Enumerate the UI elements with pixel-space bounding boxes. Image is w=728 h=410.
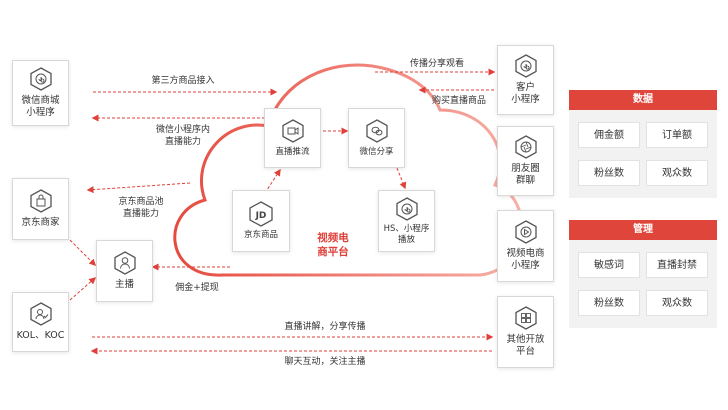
- manage-fans[interactable]: 粉丝数: [578, 290, 640, 316]
- node-jd-merchant-label: 京东商家: [21, 217, 60, 228]
- data-panel: 数据 佣金额 订单额 粉丝数 观众数: [569, 90, 717, 198]
- mini-program-icon: [514, 54, 537, 78]
- label-explain: 直播讲解，分享传播: [284, 322, 366, 332]
- manage-sensitive-words[interactable]: 敏感词: [578, 252, 640, 278]
- mini-program-icon: [29, 67, 52, 91]
- node-moments[interactable]: 朋友圈 群聊: [497, 126, 554, 196]
- node-jd-merchant[interactable]: 京东商家: [12, 178, 69, 240]
- node-wechat-share-label: 微信分享: [359, 146, 394, 157]
- node-live-push[interactable]: 直播推流: [264, 108, 321, 168]
- node-kol-label: KOL、KOC: [16, 330, 65, 341]
- manage-panel: 管理 敏感词 直播封禁 粉丝数 观众数: [569, 220, 717, 328]
- shopping-bag-icon: [29, 189, 52, 213]
- metric-commission[interactable]: 佣金额: [578, 122, 640, 148]
- data-panel-title: 数据: [569, 90, 717, 110]
- node-jd-goods-label: 京东商品: [243, 230, 278, 240]
- node-wechat-share[interactable]: 微信分享: [348, 108, 405, 168]
- jd-logo-icon: JD: [249, 201, 273, 227]
- metric-viewers[interactable]: 观众数: [646, 160, 708, 186]
- svg-text:JD: JD: [255, 211, 267, 221]
- node-other-platforms-label: 其他开放 平台: [506, 334, 545, 357]
- arrow-kol-to-anchor: [69, 277, 97, 301]
- node-wechat-mini[interactable]: 微信商城 小程序: [12, 60, 69, 126]
- node-anchor-label: 主播: [114, 279, 134, 290]
- node-kol[interactable]: KOL、KOC: [12, 292, 69, 352]
- node-customer-mini[interactable]: 客户 小程序: [497, 45, 554, 115]
- video-camera-icon: [281, 118, 304, 143]
- node-live-push-label: 直播推流: [275, 146, 310, 157]
- play-icon: [514, 220, 537, 244]
- node-wechat-mini-label: 微信商城 小程序: [21, 95, 60, 118]
- label-share-watch: 传播分享观看: [409, 59, 464, 69]
- cloud-title: 视频电 商平台: [317, 232, 349, 258]
- grid-apps-icon: [514, 306, 537, 330]
- node-hs-mini-label: HS、小程序 播放: [383, 223, 430, 245]
- manage-live-ban[interactable]: 直播封禁: [646, 252, 708, 278]
- label-buy-live: 购买直播商品: [431, 96, 486, 106]
- arrow-share-to-hs: [396, 167, 407, 190]
- metric-orders[interactable]: 订单额: [646, 122, 708, 148]
- label-chat: 聊天互动，关注主播: [284, 357, 366, 367]
- arrow-jd-to-anchor: [69, 239, 96, 266]
- label-third-party: 第三方商品接入: [151, 76, 215, 86]
- node-hs-mini[interactable]: HS、小程序 播放: [378, 190, 435, 252]
- node-jd-goods[interactable]: JD 京东商品: [232, 190, 290, 252]
- node-video-mini[interactable]: 视频电商 小程序: [497, 210, 554, 282]
- anchor-person-icon: [113, 251, 136, 275]
- metric-fans[interactable]: 粉丝数: [578, 160, 640, 186]
- manage-panel-title: 管理: [569, 220, 717, 240]
- manage-viewers[interactable]: 观众数: [646, 290, 708, 316]
- label-wechat-ability: 微信小程序内 直播能力: [155, 125, 210, 147]
- aperture-icon: [514, 135, 537, 159]
- arrow-jd-to-push: [264, 168, 281, 194]
- node-video-mini-label: 视频电商 小程序: [506, 248, 545, 271]
- user-check-icon: [29, 302, 52, 326]
- mini-program-icon: [395, 196, 418, 221]
- arrow-jd-pool: [86, 182, 191, 194]
- node-other-platforms[interactable]: 其他开放 平台: [497, 296, 554, 368]
- node-anchor[interactable]: 主播: [96, 240, 153, 302]
- node-moments-label: 朋友圈 群聊: [511, 163, 540, 186]
- label-jd-pool: 京东商品池 直播能力: [118, 197, 164, 219]
- label-commission: 佣金+提现: [175, 283, 219, 293]
- wechat-icon: [365, 118, 388, 143]
- node-customer-mini-label: 客户 小程序: [511, 82, 540, 105]
